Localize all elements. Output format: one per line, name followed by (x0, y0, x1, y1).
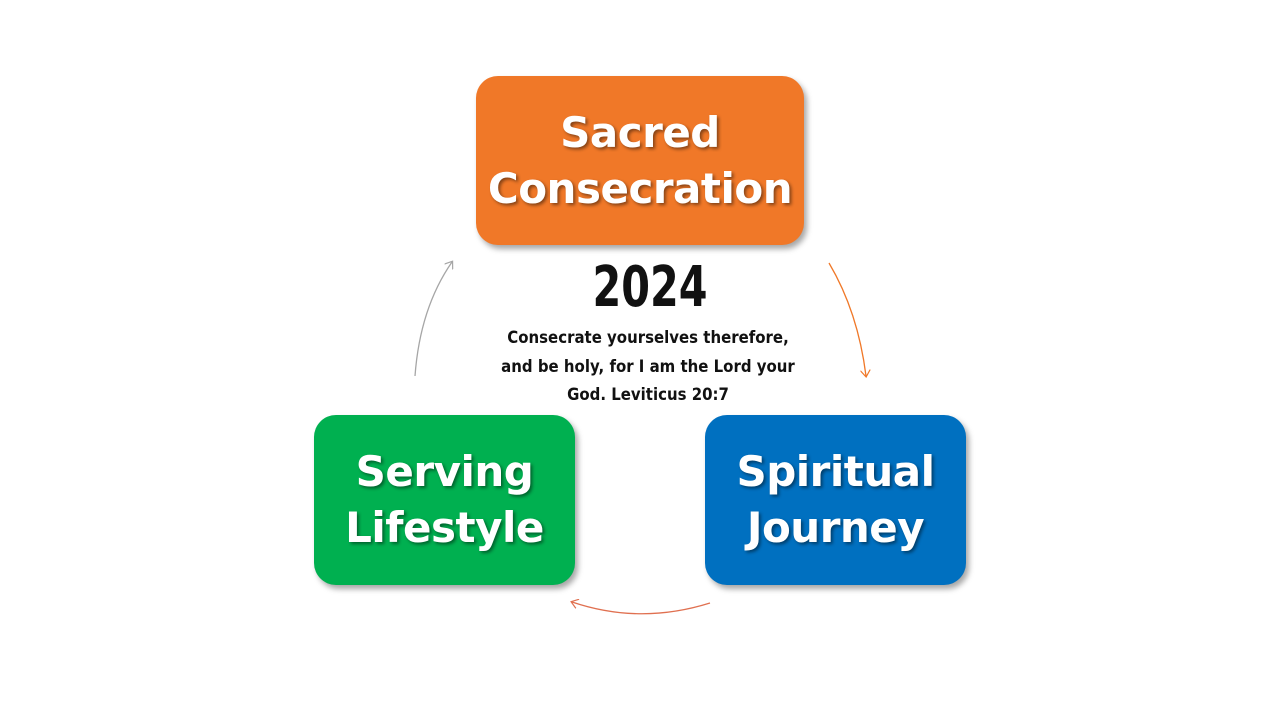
node-label: Sacred Consecration (487, 107, 793, 213)
node-label: Spiritual Journey (736, 447, 935, 552)
center-year: 2024 (592, 255, 708, 320)
center-verse: Consecrate yourselves therefore, and be … (501, 328, 795, 405)
arrow-top-to-right (828, 262, 866, 376)
node-serving-lifestyle: Serving Lifestyle (314, 415, 575, 585)
node-spiritual-journey: Spiritual Journey (705, 415, 966, 585)
node-sacred-consecration: Sacred Consecration (476, 76, 804, 245)
arrow-right-to-left (572, 602, 711, 615)
node-label: Serving Lifestyle (345, 447, 544, 552)
arrow-left-to-top (414, 262, 452, 377)
